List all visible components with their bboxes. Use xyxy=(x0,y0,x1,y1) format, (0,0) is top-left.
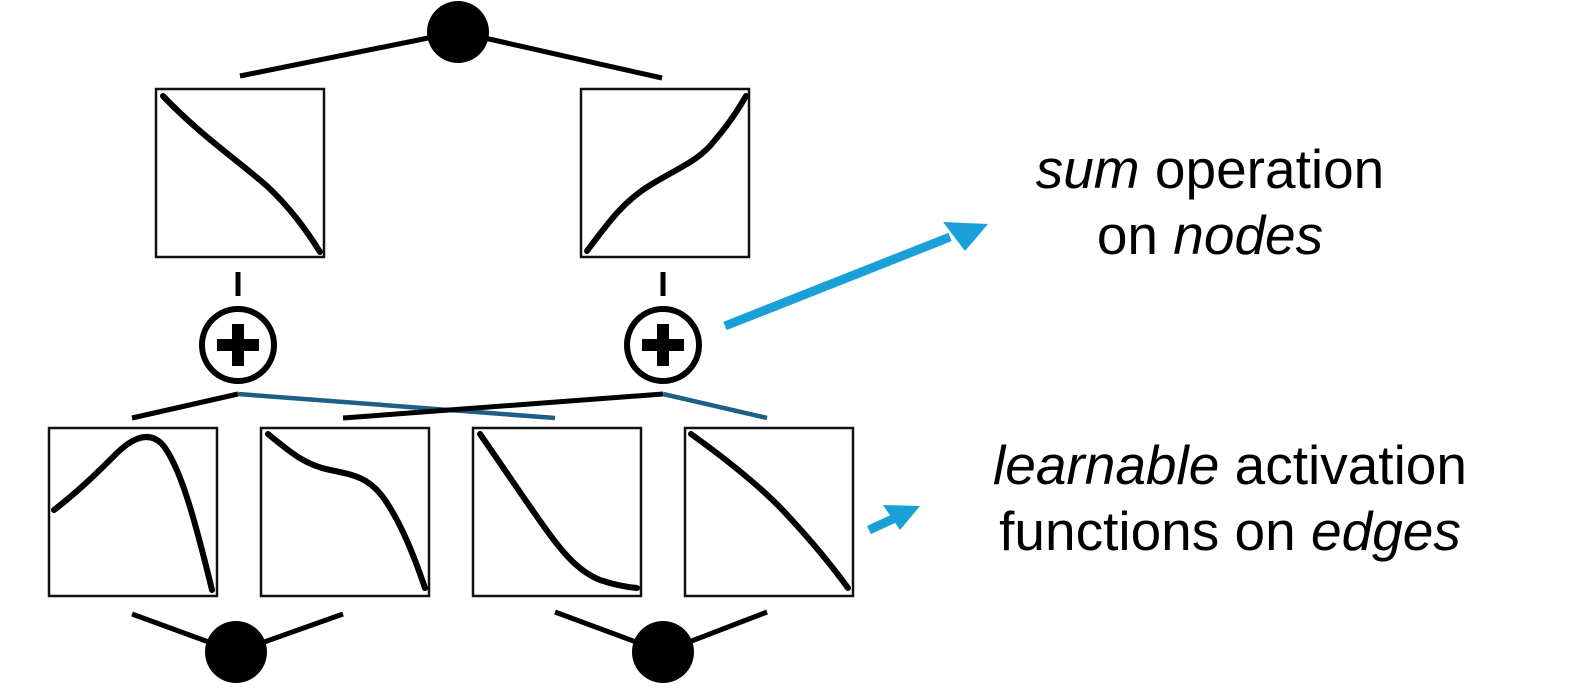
activation-label-line2: functions on edges xyxy=(915,498,1545,564)
activation-box-upper-right xyxy=(579,87,751,259)
activation-line2-plain: functions on xyxy=(999,500,1311,562)
activation-box-lower-4 xyxy=(683,426,855,598)
edges-word: edges xyxy=(1311,500,1461,562)
sum-line2-plain: on xyxy=(1096,204,1174,266)
bottom-layer xyxy=(131,609,768,683)
activation-label-line1: learnable activation xyxy=(915,432,1545,498)
sum-node-right-icon xyxy=(624,306,702,384)
sum-line1-rest: operation xyxy=(1139,138,1385,200)
sum-label-line1: sum operation xyxy=(960,136,1460,202)
activation-box-lower-2 xyxy=(259,426,431,598)
edge-top-left xyxy=(239,29,459,79)
input-node-2-icon xyxy=(632,621,694,683)
activation-label: learnable activation functions on edges xyxy=(915,432,1545,564)
edge-sumright-box2 xyxy=(342,391,664,421)
sum-operation-label: sum operation on nodes xyxy=(960,136,1460,268)
activation-box-lower-1 xyxy=(47,426,219,598)
learnable-word: learnable xyxy=(993,434,1220,496)
edge-sumleft-box1 xyxy=(131,391,239,421)
sum-word: sum xyxy=(1035,138,1140,200)
sum-node-left-icon xyxy=(199,306,277,384)
nodes-word: nodes xyxy=(1173,204,1324,266)
activation-curve xyxy=(688,431,851,591)
arrow-sum-icon xyxy=(723,222,988,331)
edge-top-right xyxy=(457,29,663,81)
activation-box-lower-3 xyxy=(471,426,643,598)
edge-sumleft-box3 xyxy=(237,391,556,421)
top-layer xyxy=(239,1,663,81)
activation-curve xyxy=(265,431,428,591)
input-node-1-icon xyxy=(205,621,267,683)
sum-label-line2: on nodes xyxy=(960,202,1460,268)
activation-box-upper-left xyxy=(154,87,326,259)
edge-sumright-box4 xyxy=(662,391,768,421)
activation-curve xyxy=(584,93,749,254)
arrow-activation-icon xyxy=(867,505,920,535)
lower-connections xyxy=(131,391,768,421)
activation-line1-rest: activation xyxy=(1219,434,1467,496)
output-node-icon xyxy=(427,1,489,63)
activation-curve xyxy=(160,93,323,255)
activation-curve xyxy=(477,431,640,591)
activation-curve xyxy=(51,434,215,593)
